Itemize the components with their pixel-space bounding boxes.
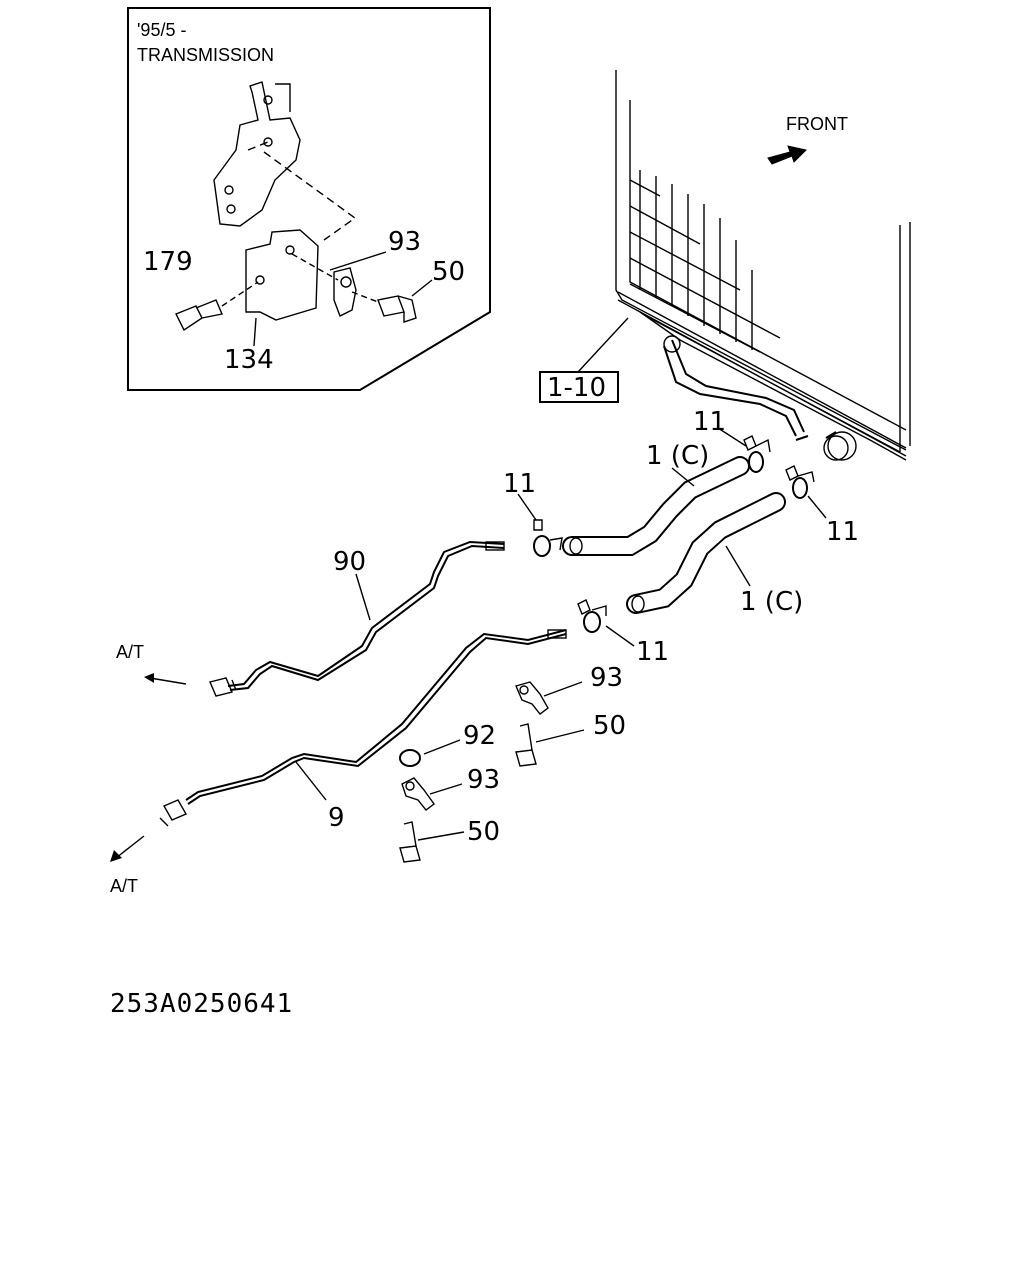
hose-clamp-upper-left-icon (533, 519, 563, 557)
bracket-plate-134 (245, 229, 319, 321)
inset-border (127, 7, 491, 391)
bolt-179-icon (175, 281, 259, 332)
front-direction-indicator: FRONT (767, 114, 848, 165)
clip-93-icon (291, 253, 357, 317)
lower-hose-1c (626, 492, 786, 614)
reference-box (539, 371, 619, 403)
bolt-50-icon (351, 291, 417, 323)
callout-clip-b: 93 (467, 765, 500, 795)
radiator-drawing (615, 70, 911, 461)
clip-93-upper-icon (515, 681, 549, 715)
callout-clip-a: 93 (590, 663, 623, 693)
transmission-inset: '95/5 - TRANSMISSION (127, 7, 491, 391)
inset-part-179: 179 (143, 247, 193, 277)
at-lower: A/T (110, 835, 145, 896)
upper-hose-1c (562, 456, 750, 556)
callout-clamp-top-left: 11 (503, 469, 536, 499)
callout-clamp-top-right: 11 (693, 407, 726, 437)
inset-date-code: '95/5 - (137, 20, 186, 40)
at-upper-label: A/T (116, 642, 144, 662)
callout-clamp-lower: 11 (636, 637, 669, 667)
clip-93-lower-icon (401, 777, 435, 811)
inset-part-50: 50 (432, 257, 465, 287)
bolt-50-upper-icon (515, 723, 537, 767)
callout-nut: 92 (463, 721, 496, 751)
front-label: FRONT (786, 114, 848, 134)
figure-code: 253A0250641 (110, 989, 293, 1019)
nut-92-icon (399, 749, 421, 767)
pipe-90 (209, 540, 505, 697)
callout-clamp-right-lower: 11 (826, 517, 859, 547)
callout-hose-lower: 1 (C) (740, 587, 803, 617)
callout-pipe-upper: 90 (333, 547, 366, 577)
callout-pipe-lower: 9 (328, 803, 345, 833)
radiator-outlet-pipes (663, 335, 857, 461)
inset-title: TRANSMISSION (137, 45, 274, 65)
leader-lines (295, 427, 827, 841)
at-upper-arrow-icon (144, 673, 154, 683)
at-lower-arrow-icon (110, 850, 122, 862)
inset-part-134: 134 (224, 345, 274, 375)
front-arrow-icon (767, 145, 807, 165)
radiator-core-grid (629, 170, 781, 353)
hose-clamp-right-icon (785, 465, 815, 499)
callout-bolt-a: 50 (593, 711, 626, 741)
transmission-bracket-drawing (213, 81, 357, 241)
callout-hose-upper: 1 (C) (646, 441, 709, 471)
inset-part-93: 93 (388, 227, 421, 257)
pipe-9 (159, 629, 567, 827)
reference-1-10: 1-10 (539, 317, 629, 403)
at-lower-label: A/T (110, 876, 138, 896)
hose-clamp-lower-icon (577, 599, 607, 633)
reference-label: 1-10 (547, 373, 606, 403)
callout-bolt-b: 50 (467, 817, 500, 847)
at-upper: A/T (116, 642, 187, 685)
hose-clamp-upper-right-icon (743, 435, 771, 473)
bolt-50-lower-icon (399, 821, 421, 863)
